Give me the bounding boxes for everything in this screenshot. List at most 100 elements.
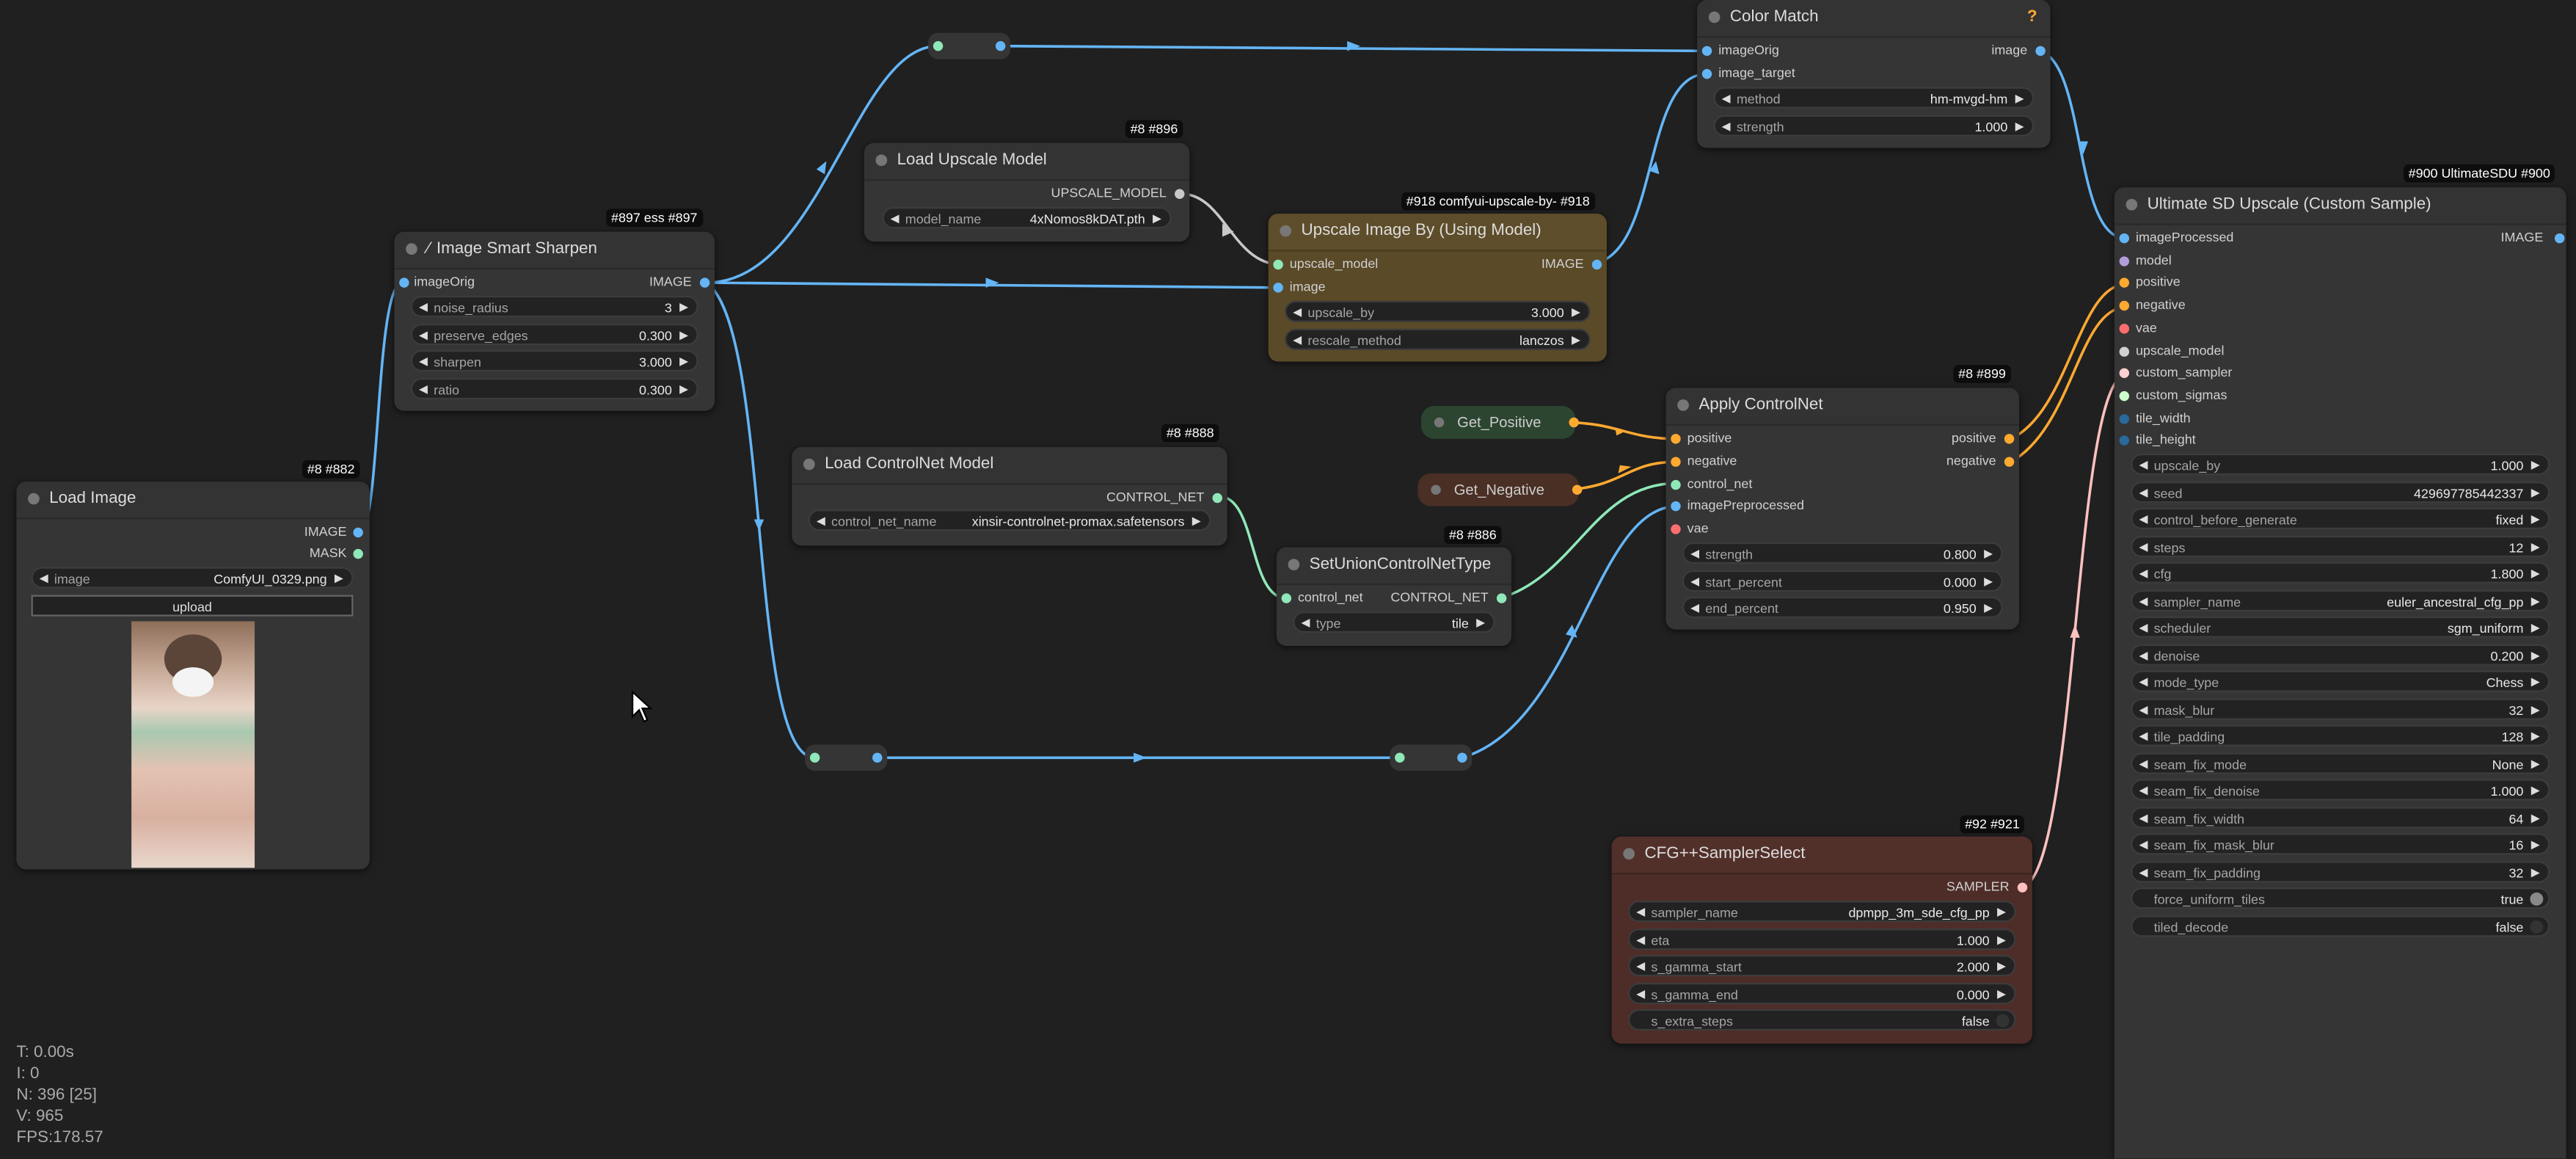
arrow-right-icon[interactable]: ▶ (2531, 677, 2540, 689)
input-imageprocessed-socket[interactable] (2119, 233, 2130, 244)
arrow-left-icon[interactable]: ◀ (2139, 650, 2148, 662)
arrow-right-icon[interactable]: ▶ (2531, 758, 2540, 771)
node-title[interactable]: Color Match? (1697, 0, 2051, 38)
upload-button[interactable]: upload (31, 595, 354, 617)
node-title[interactable]: Apply ControlNet (1665, 388, 2019, 426)
arrow-left-icon[interactable]: ◀ (418, 302, 428, 314)
arrow-left-icon[interactable]: ◀ (1301, 617, 1310, 630)
arrow-left-icon[interactable]: ◀ (2139, 622, 2148, 635)
input-imageorig-socket[interactable] (1701, 46, 1712, 57)
arrow-right-icon[interactable]: ▶ (1996, 907, 2007, 919)
arrow-right-icon[interactable]: ▶ (679, 302, 689, 314)
arrow-left-icon[interactable]: ◀ (1293, 334, 1302, 346)
arrow-left-icon[interactable]: ◀ (2139, 677, 2148, 689)
output-positive-socket[interactable] (1569, 417, 1579, 428)
collapse-dot-icon[interactable] (1288, 559, 1300, 571)
output-control-net-socket[interactable] (1496, 593, 1507, 603)
arrow-right-icon[interactable]: ▶ (1984, 548, 1993, 561)
reroute-in-socket[interactable] (933, 40, 944, 51)
arrow-left-icon[interactable]: ◀ (1636, 907, 1646, 919)
color-match-node[interactable]: Color Match? imageOrig image_target imag… (1697, 0, 2051, 148)
arrow-right-icon[interactable]: ▶ (2531, 514, 2540, 526)
load-controlnet-model-node[interactable]: Load ControlNet Model CONTROL_NET ◀contr… (792, 447, 1227, 546)
arrow-right-icon[interactable]: ▶ (2531, 595, 2540, 608)
node-title[interactable]: Load ControlNet Model (792, 447, 1227, 485)
output-image-socket[interactable] (1591, 259, 1602, 270)
arrow-left-icon[interactable]: ◀ (418, 356, 428, 368)
arrow-left-icon[interactable]: ◀ (1690, 603, 1700, 615)
load-upscale-model-node[interactable]: Load Upscale Model UPSCALE_MODEL ◀model_… (864, 142, 1190, 242)
output-image-socket[interactable] (2554, 233, 2565, 244)
input-image-socket[interactable] (1273, 283, 1283, 293)
arrow-right-icon[interactable]: ▶ (1476, 617, 1486, 630)
input-image-target-socket[interactable] (1701, 69, 1712, 79)
input-upscale-model-socket[interactable] (1273, 259, 1283, 270)
arrow-right-icon[interactable]: ▶ (334, 573, 343, 586)
arrow-left-icon[interactable]: ◀ (816, 516, 825, 528)
input-vae-socket[interactable] (2119, 323, 2130, 334)
reroute-in-socket[interactable] (809, 752, 820, 763)
arrow-right-icon[interactable]: ▶ (2531, 704, 2540, 716)
collapse-dot-icon[interactable] (1434, 417, 1445, 428)
input-negative-socket[interactable] (2119, 300, 2130, 311)
input-positive-socket[interactable] (1671, 434, 1681, 444)
arrow-right-icon[interactable]: ▶ (679, 329, 689, 341)
arrow-right-icon[interactable]: ▶ (2531, 622, 2540, 635)
output-image-socket[interactable] (353, 527, 363, 538)
output-mask-socket[interactable] (353, 548, 363, 559)
arrow-right-icon[interactable]: ▶ (2531, 785, 2540, 798)
arrow-left-icon[interactable]: ◀ (2139, 595, 2148, 608)
help-icon[interactable]: ? (2026, 8, 2037, 26)
collapse-dot-icon[interactable] (1708, 11, 1721, 23)
arrow-left-icon[interactable]: ◀ (2139, 813, 2148, 824)
upscale-image-by-node[interactable]: Upscale Image By (Using Model) upscale_m… (1268, 214, 1607, 362)
arrow-right-icon[interactable]: ▶ (1572, 307, 1581, 319)
arrow-left-icon[interactable]: ◀ (2139, 704, 2148, 716)
input-tile-width-socket[interactable] (2119, 413, 2130, 424)
arrow-left-icon[interactable]: ◀ (2139, 785, 2148, 798)
input-custom-sigmas-socket[interactable] (2119, 390, 2130, 402)
get-positive-node[interactable]: Get_Positive (1420, 406, 1579, 439)
collapse-dot-icon[interactable] (1431, 484, 1441, 495)
reroute-node-bottom-right[interactable] (1390, 744, 1473, 771)
arrow-left-icon[interactable]: ◀ (2139, 840, 2148, 851)
arrow-left-icon[interactable]: ◀ (2139, 487, 2148, 499)
arrow-right-icon[interactable]: ▶ (2531, 813, 2540, 824)
node-title[interactable]: Load Image (16, 482, 370, 520)
reroute-out-socket[interactable] (1457, 752, 1467, 763)
arrow-right-icon[interactable]: ▶ (2531, 487, 2540, 499)
ultimate-sd-upscale-node[interactable]: Ultimate SD Upscale (Custom Sample) IMAG… (2114, 187, 2566, 1159)
image-smart-sharpen-node[interactable]: ⁄Image Smart Sharpen imageOrig IMAGE ◀no… (394, 231, 715, 411)
output-sampler-socket[interactable] (2017, 882, 2028, 893)
input-control-net-socket[interactable] (1671, 479, 1681, 490)
output-upscale-model-socket[interactable] (1175, 189, 1185, 199)
arrow-left-icon[interactable]: ◀ (418, 383, 428, 396)
arrow-right-icon[interactable]: ▶ (2531, 731, 2540, 744)
arrow-right-icon[interactable]: ▶ (1984, 575, 1993, 588)
arrow-right-icon[interactable]: ▶ (679, 356, 689, 368)
arrow-left-icon[interactable]: ◀ (1721, 93, 1731, 106)
reroute-out-socket[interactable] (872, 752, 883, 763)
collapse-dot-icon[interactable] (406, 243, 417, 255)
input-imagepreprocessed-socket[interactable] (1671, 501, 1681, 512)
input-custom-sampler-socket[interactable] (2119, 368, 2130, 379)
input-model-socket[interactable] (2119, 255, 2130, 266)
